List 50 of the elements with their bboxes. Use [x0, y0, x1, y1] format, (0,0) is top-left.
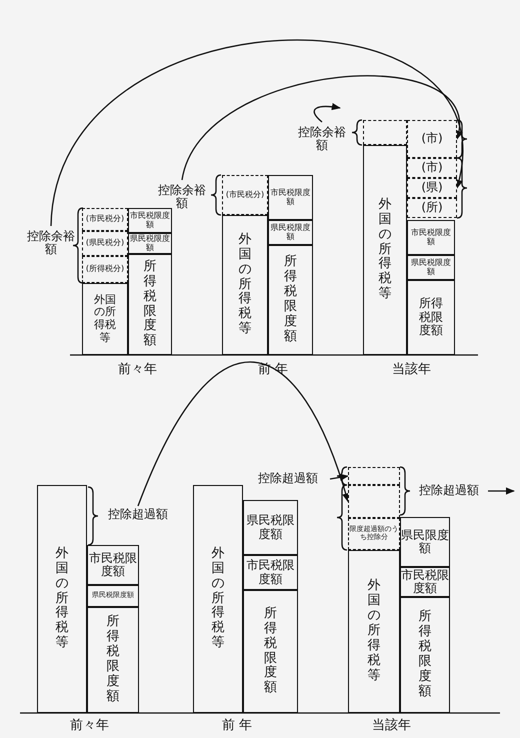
- limit-box: 市民税限度額: [407, 220, 455, 255]
- limit-box: 所得税限度額: [400, 597, 450, 713]
- foreign-tax-bar: 外国の所得税等: [222, 215, 268, 355]
- callout-label: 控除超過額: [410, 482, 488, 500]
- foreign-tax-bar: 外国の所得税等: [37, 485, 87, 713]
- arrow: [488, 487, 515, 495]
- arrow: [314, 103, 341, 122]
- dashed-box: (市): [407, 158, 457, 178]
- arrow: [50, 40, 463, 226]
- callout-label: 控除余裕額: [294, 122, 350, 156]
- year-label: 当該年: [372, 717, 411, 734]
- limit-box: 市民税限度額: [128, 208, 172, 233]
- limit-box: 県民税限度額: [268, 220, 313, 245]
- limit-box: 所得税限度額: [243, 590, 298, 713]
- foreign-tax-bar: 外国の所得税等: [82, 283, 128, 355]
- limit-box: 所得税限度額: [87, 607, 139, 713]
- year-label: 前々年: [70, 717, 109, 734]
- dashed-box: (所): [407, 198, 457, 218]
- limit-box: 所得税限度額: [407, 280, 455, 355]
- callout-label: 控除余裕額: [26, 226, 76, 260]
- foreign-tax-bar: 外国の所得税等: [363, 145, 407, 355]
- arrow: [181, 75, 462, 180]
- dashed-box: (市民税分): [82, 208, 128, 231]
- limit-box: 県民税限度額: [128, 233, 172, 254]
- dashed-box: [348, 467, 400, 485]
- foreign-tax-bar: 外国の所得税等: [193, 485, 243, 713]
- limit-box: 市民税限度額: [268, 175, 313, 220]
- year-label: 前々年: [118, 361, 157, 378]
- dashed-box: [363, 120, 407, 145]
- dashed-box: (所得税分): [82, 256, 128, 283]
- foreign-tax-bar: 外国の所得税等: [348, 550, 400, 713]
- limit-box: 市民税限度額: [87, 545, 139, 585]
- dashed-box: (市): [407, 120, 457, 158]
- dashed-box: (県民税分): [82, 231, 128, 256]
- year-label: 前 年: [222, 717, 252, 734]
- limit-box: 県民限度額: [400, 517, 450, 567]
- dashed-box: [348, 485, 400, 518]
- callout-label: 控除超過額: [102, 506, 174, 524]
- dashed-box: (県): [407, 178, 457, 198]
- arrow: [137, 362, 349, 506]
- dashed-box: (市民税分): [222, 175, 268, 215]
- year-label: 当該年: [392, 361, 431, 378]
- limit-box: 市民税限度額: [243, 555, 298, 590]
- arrow: [330, 474, 349, 481]
- limit-box: 県民税限度額: [243, 500, 298, 555]
- callout-label: 控除超過額: [246, 470, 330, 488]
- limit-box: 所得税限度額: [128, 254, 172, 355]
- limit-box: 市民税限度額: [400, 567, 450, 597]
- limit-box: 県民税限度額: [407, 255, 455, 280]
- limit-box: 所得税限度額: [268, 245, 313, 355]
